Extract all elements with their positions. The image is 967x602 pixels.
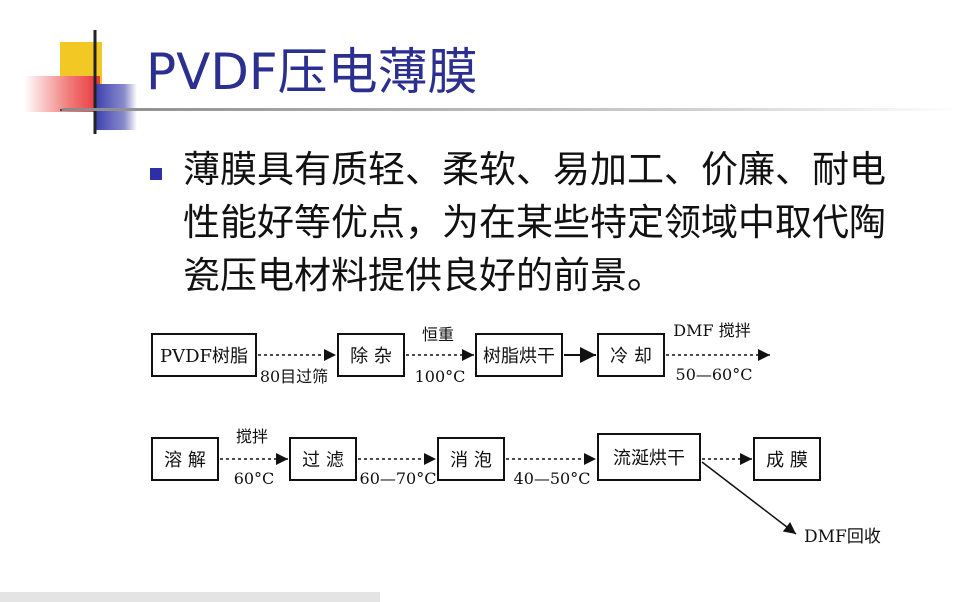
box-impurity-removal-label: 除 杂: [350, 346, 392, 367]
process-flow-diagram: PVDF树脂 除 杂 树脂烘干 冷 却 80目过筛 恒重 100°C DMF 搅…: [151, 321, 881, 547]
box-filtering: [289, 437, 357, 481]
edge-r1-4-bottom: 50—60°C: [676, 365, 753, 384]
edge-r1-1-bottom: 80目过筛: [260, 367, 328, 386]
recycle-label: DMF回收: [804, 527, 881, 547]
box-impurity-removal: [337, 333, 405, 377]
box-dissolving: [151, 437, 219, 481]
edge-r1-2-top: 恒重: [422, 325, 454, 344]
box-cooling: [597, 333, 665, 377]
box-dissolving-label: 溶 解: [164, 450, 206, 471]
box-cooling-label: 冷 却: [610, 346, 652, 367]
box-resin-drying-label: 树脂烘干: [483, 346, 555, 367]
slide-title: PVDF压电薄膜: [146, 43, 478, 101]
box-pvdf-resin-label: PVDF树脂: [160, 346, 248, 367]
bottom-bar: [0, 592, 380, 602]
box-filtering-label: 过 滤: [302, 450, 344, 471]
arrow-recycle: [701, 461, 797, 535]
bullet-marker: [150, 168, 162, 180]
box-defoaming: [437, 437, 505, 481]
edge-r2-1-bottom: 60°C: [234, 469, 275, 488]
box-pvdf-resin: [151, 333, 257, 377]
corner-decoration: [24, 30, 140, 134]
box-casting-drying-label: 流涎烘干: [613, 448, 685, 469]
edge-r1-4-top: DMF 搅拌: [673, 321, 750, 340]
box-casting-drying: [597, 433, 701, 481]
box-resin-drying: [475, 333, 563, 377]
title-divider: [62, 108, 962, 111]
box-film-forming: [753, 437, 821, 481]
edge-r1-2-bottom: 100°C: [415, 367, 466, 386]
edge-r2-1-top: 搅拌: [236, 427, 268, 446]
bullet-text: 薄膜具有质轻、柔软、易加工、价廉、耐电性能好等优点，为在某些特定领域中取代陶瓷压…: [183, 148, 886, 297]
box-film-forming-label: 成 膜: [766, 450, 808, 471]
deco-blue-bar: [95, 84, 137, 130]
edge-r2-3-bottom: 40—50°C: [514, 469, 591, 488]
deco-red-bar: [24, 76, 100, 112]
box-defoaming-label: 消 泡: [450, 450, 492, 471]
edge-r2-2-bottom: 60—70°C: [360, 469, 437, 488]
